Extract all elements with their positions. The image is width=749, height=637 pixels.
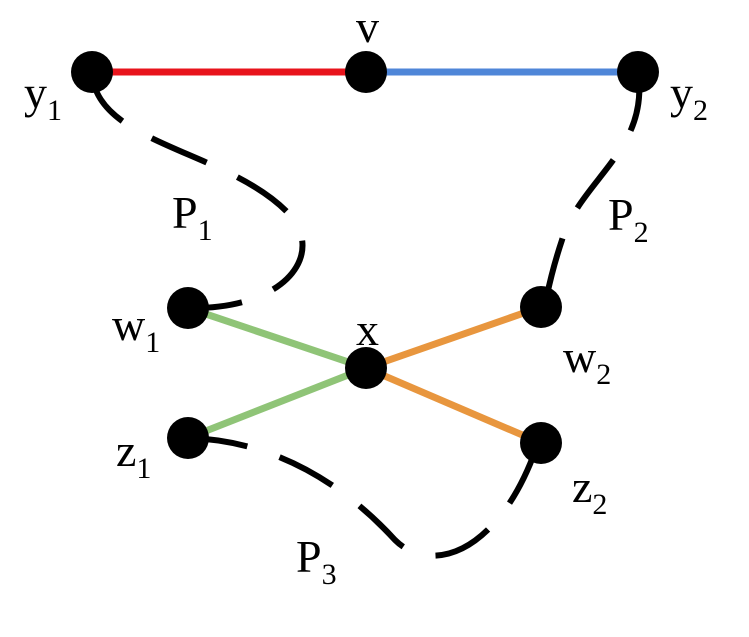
vertex-w1 [167,287,209,329]
label-p2: P2 [608,189,649,249]
label-x: x [356,304,379,355]
label-z2: z2 [572,461,607,521]
vertex-v [345,51,387,93]
edge-x-w2 [364,303,543,372]
label-y1: y1 [24,67,62,127]
edge-x-z2 [364,364,543,447]
label-v: v [356,1,379,52]
vertex-z1 [167,417,209,459]
label-z1: z1 [116,425,151,485]
vertex-y1 [71,51,113,93]
vertex-x [345,347,387,389]
label-w2: w2 [563,331,611,391]
path-p2 [542,71,643,306]
edge-w1-x [186,304,368,372]
vertex-z2 [520,422,562,464]
path-p1 [89,71,306,312]
label-p3: P3 [296,531,337,591]
path-p3 [187,435,541,559]
label-p1: P1 [172,187,213,247]
vertex-w2 [520,286,562,328]
edge-z1-x [186,364,368,442]
label-y2: y2 [670,67,708,127]
label-w1: w1 [112,299,160,359]
vertex-y2 [617,51,659,93]
